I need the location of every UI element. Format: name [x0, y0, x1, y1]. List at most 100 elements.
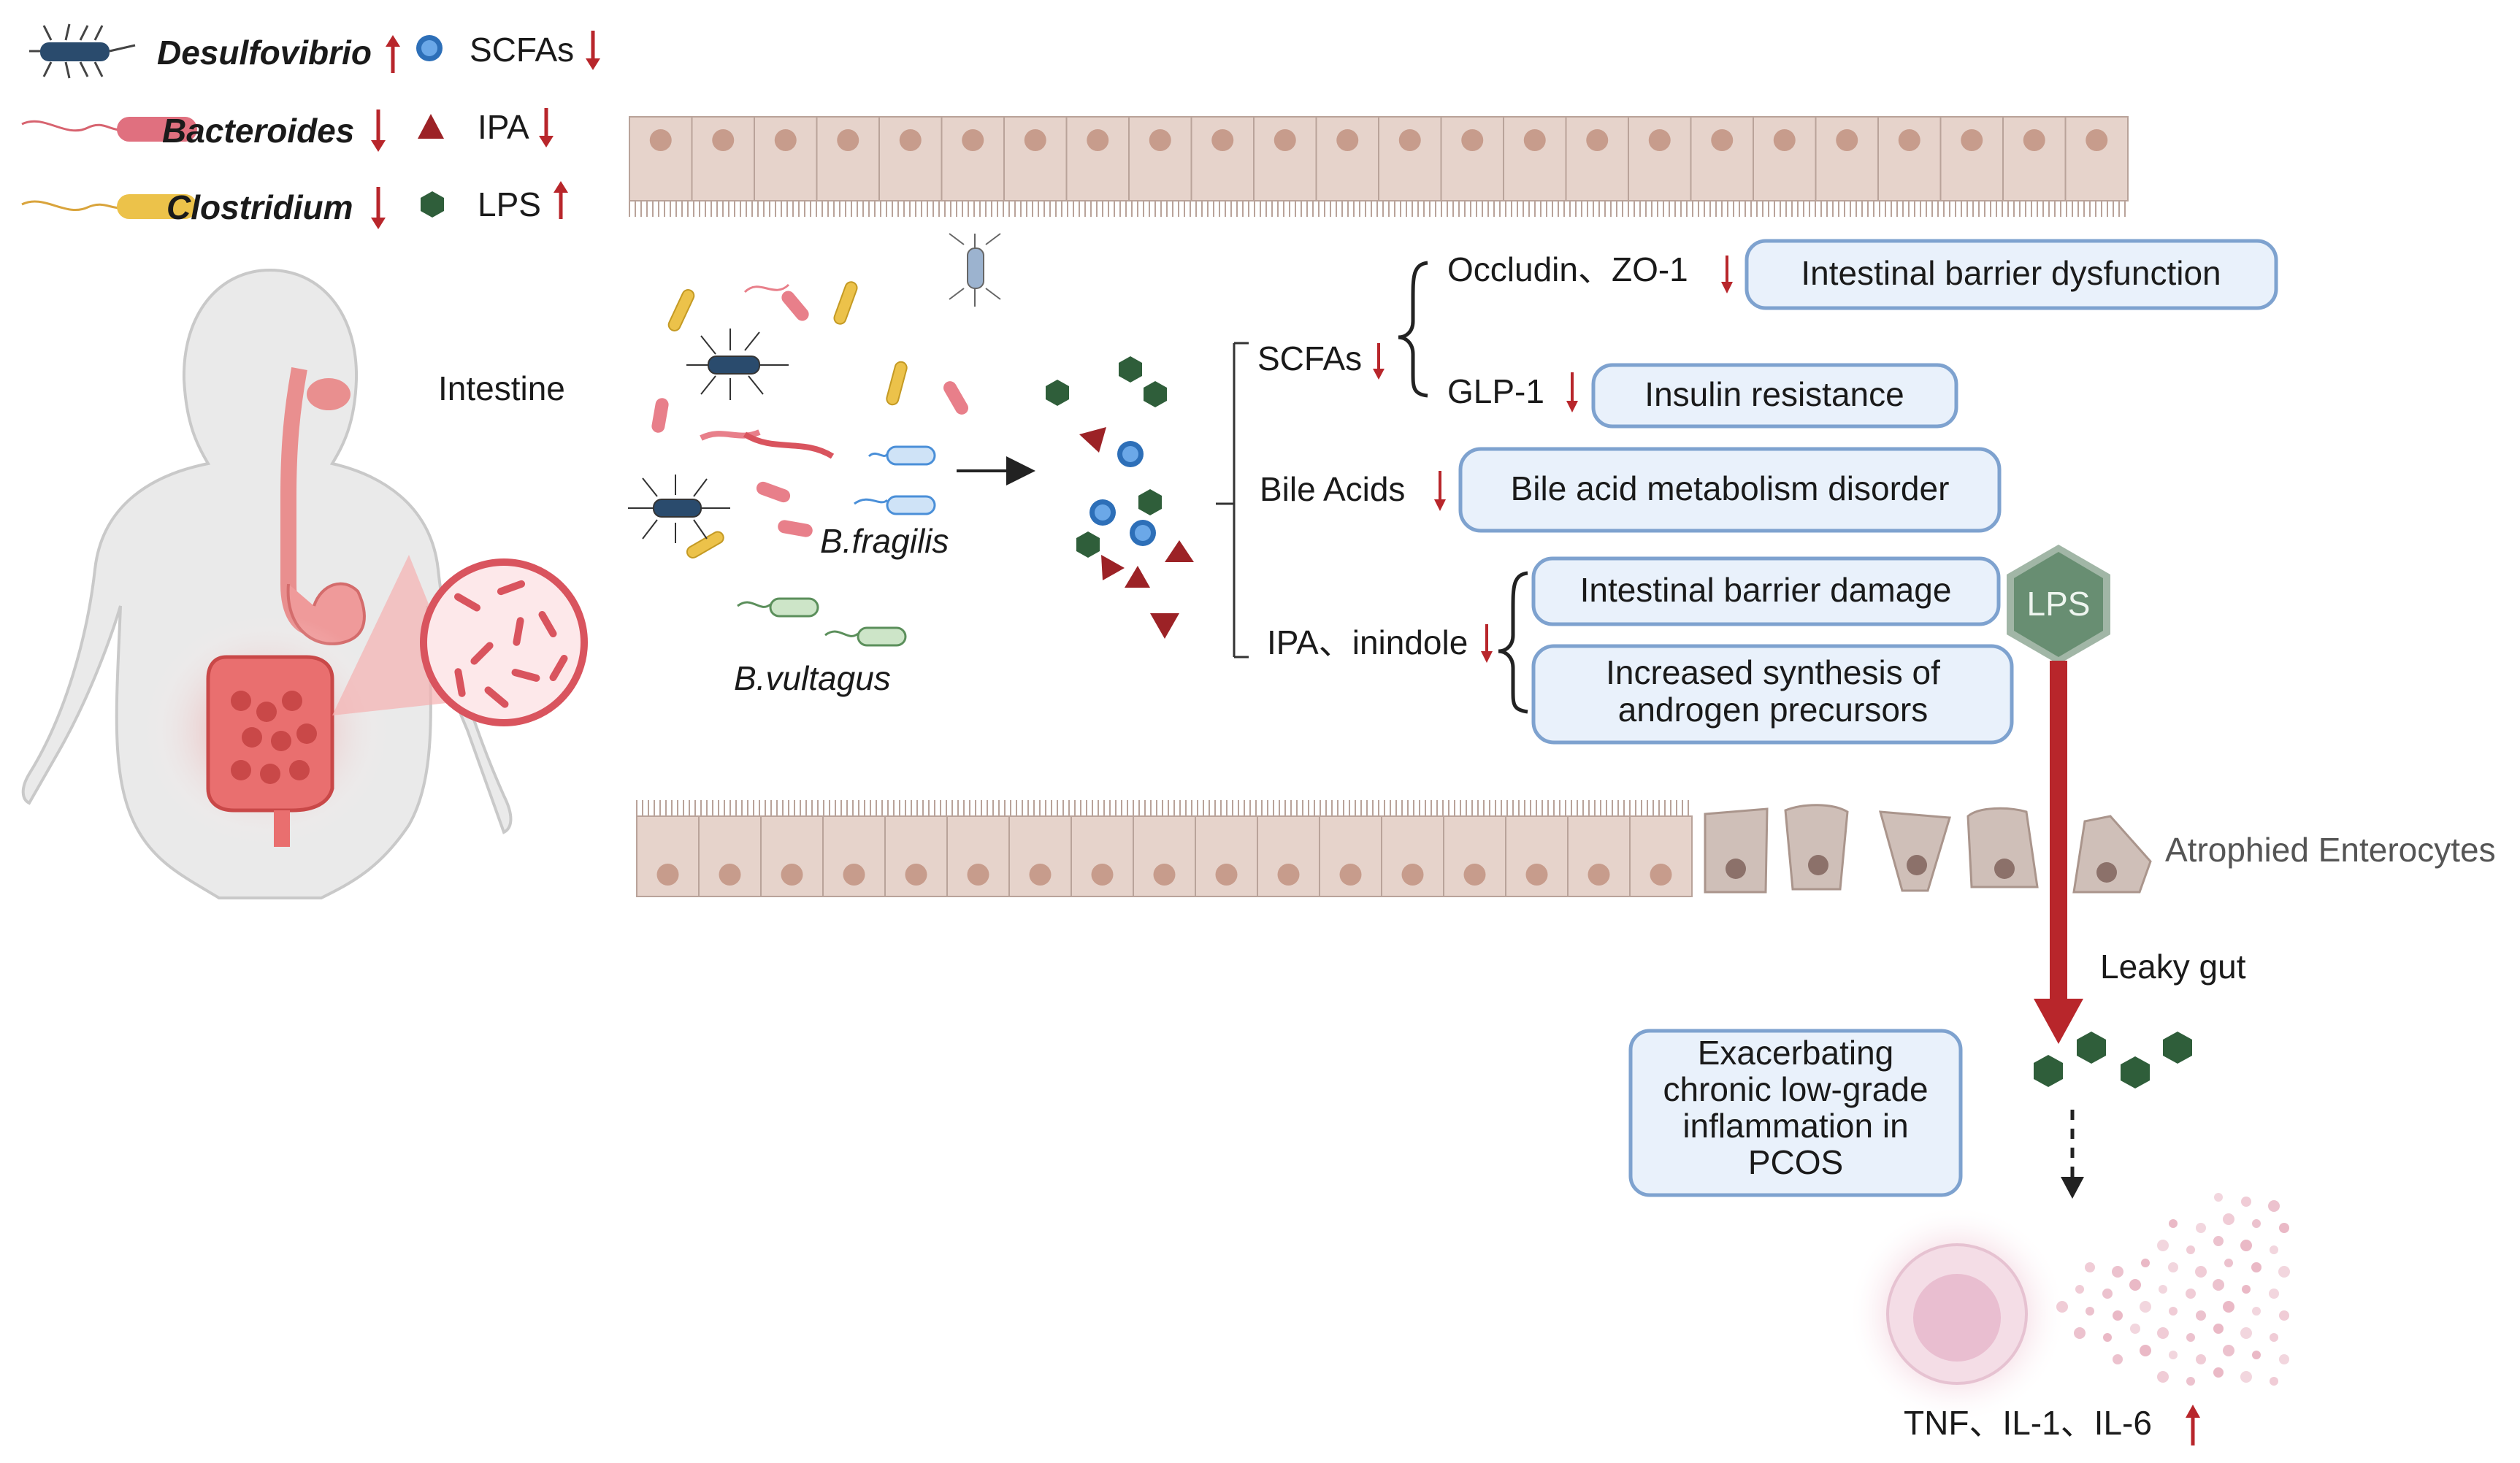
curly-brace: [1398, 261, 1428, 398]
cytokine-dot: [2279, 1310, 2289, 1321]
cytokine-dots: [2056, 1193, 2290, 1386]
cell-nucleus: [1650, 864, 1672, 886]
cytokine-dot: [2169, 1307, 2178, 1316]
cytokine-dot: [2223, 1213, 2234, 1225]
cytokine-dot: [2240, 1327, 2252, 1339]
androgen-box: Increased synthesis of androgen precurso…: [1531, 644, 2014, 745]
lps-hexagon: LPS: [2007, 545, 2110, 664]
cytokine-dot: [2224, 1259, 2233, 1267]
cell-nucleus: [1215, 864, 1238, 886]
trend-down-icon: [1434, 471, 1446, 511]
main-bracket: [1216, 342, 1249, 658]
cytokine-dot: [2129, 1279, 2141, 1291]
insulin-resistance-text: Insulin resistance: [1644, 375, 1904, 413]
cell-nucleus: [649, 129, 672, 151]
cytokine-dot: [2252, 1307, 2261, 1316]
scfas-label: SCFAs: [1257, 339, 1362, 377]
cytokine-dot: [2140, 1301, 2151, 1313]
cytokine-dot: [2196, 1310, 2206, 1321]
cell-nucleus: [1961, 129, 1983, 151]
cell-nucleus: [2086, 129, 2108, 151]
cell-nucleus: [1211, 129, 1234, 151]
microvilli: [636, 800, 1689, 816]
enterocyte-cell: [2064, 116, 2129, 201]
enterocyte-cell: [1629, 815, 1693, 897]
cytokine-dot: [2169, 1219, 2178, 1228]
cytokine-dot: [2268, 1200, 2280, 1212]
cell-nucleus: [1898, 129, 1920, 151]
androgen-text-line2: androgen precursors: [1618, 691, 1928, 729]
cytokine-dot: [2157, 1240, 2169, 1251]
cytokine-dot: [2157, 1371, 2169, 1383]
trend-down-icon: [1721, 256, 1733, 293]
bottom-epithelium: [636, 800, 1693, 897]
cell-nucleus: [843, 864, 865, 886]
gray-bacterium: [949, 233, 1001, 307]
cytokine-dot: [2168, 1262, 2178, 1272]
androgen-text-line1: Increased synthesis of: [1606, 653, 1940, 691]
gut-magnifier: [332, 555, 588, 726]
cell-nucleus: [1087, 129, 1109, 151]
legend-label-desulfovibrio: Desulfovibrio: [157, 34, 372, 72]
inflammation-line1: Exacerbating: [1698, 1034, 1894, 1072]
barrier-damage-text: Intestinal barrier damage: [1580, 571, 1952, 609]
trend-up-icon: [386, 35, 400, 73]
cytokine-dot: [2278, 1266, 2290, 1278]
atrophied-label: Atrophied Enterocytes: [2165, 831, 2496, 869]
inflammation-line3: inflammation in: [1682, 1107, 1908, 1145]
trend-down-icon: [1566, 372, 1578, 412]
cell-nucleus: [1274, 129, 1296, 151]
legend-label-scfas: SCFAs: [470, 31, 574, 69]
cytokine-dot: [2103, 1333, 2112, 1342]
legend: Desulfovibrio Bacteroides Clostridium: [21, 23, 600, 229]
cytokine-dot: [2213, 1324, 2224, 1334]
cytokine-dot: [2279, 1354, 2289, 1364]
curly-brace: [1498, 571, 1528, 714]
cell-nucleus: [1024, 129, 1046, 151]
human-body-illustration: [21, 268, 513, 899]
bacteroides-icon: [21, 117, 197, 142]
cell-nucleus: [1461, 129, 1484, 151]
trend-up-icon: [554, 181, 568, 219]
cell-nucleus: [1711, 129, 1734, 151]
lps-hexagon-label: LPS: [2027, 585, 2091, 623]
cytokine-dot: [2213, 1367, 2224, 1378]
ipa-triangle-icon: [418, 114, 444, 139]
inflammation-line2: chronic low-grade: [1663, 1070, 1928, 1108]
desulfovibrio-bacterium: [686, 329, 789, 400]
trend-down-icon: [1481, 624, 1493, 663]
cell-nucleus: [837, 129, 859, 151]
barrier-dysfunction-text: Intestinal barrier dysfunction: [1801, 254, 2221, 292]
cytokine-dot: [2075, 1285, 2084, 1294]
cytokine-dot: [2074, 1327, 2086, 1339]
cytokine-dot: [2213, 1236, 2224, 1246]
intestine-label: Intestine: [438, 369, 565, 407]
cytokine-dot: [2141, 1259, 2150, 1267]
cell-nucleus: [1588, 864, 1610, 886]
metabolite-cloud: [1046, 356, 1194, 639]
cytokine-dot: [2269, 1289, 2279, 1299]
cell-nucleus: [712, 129, 735, 151]
lps-hexagon-icon: [421, 191, 444, 218]
cell-nucleus: [656, 864, 679, 886]
cytokine-dot: [2130, 1324, 2140, 1334]
top-epithelium: [629, 116, 2129, 217]
cytokine-dot: [2240, 1240, 2252, 1251]
bacteria-cluster: [628, 233, 1001, 647]
cell-nucleus: [719, 864, 741, 886]
cytokine-dot: [2270, 1333, 2278, 1342]
cytokine-dot: [2196, 1223, 2206, 1233]
b-vultagus-label: B.vultagus: [734, 659, 891, 697]
trend-down-icon: [371, 187, 386, 229]
trend-down-icon: [586, 31, 600, 70]
cytokine-dot: [2214, 1193, 2223, 1202]
cell-nucleus: [1336, 129, 1359, 151]
cytokine-dot: [2113, 1310, 2123, 1321]
cell-nucleus: [1029, 864, 1052, 886]
trend-down-icon: [1373, 343, 1385, 380]
leaky-gut-arrow: [2034, 661, 2083, 1044]
cytokine-dot: [2085, 1262, 2095, 1272]
cell-nucleus: [1277, 864, 1300, 886]
cytokine-dot: [2223, 1301, 2234, 1313]
